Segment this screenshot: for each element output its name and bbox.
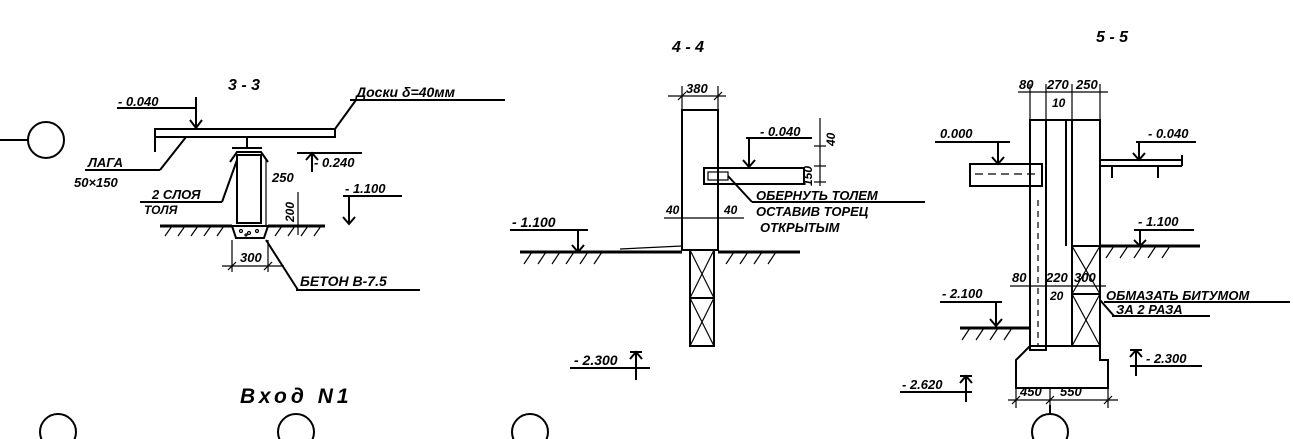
slab-left [969,163,1043,187]
joist-4-4 [703,167,805,185]
axis-bubble-left [27,121,65,159]
air-gap [1045,119,1073,347]
section-3-3: 3 - 3 - 0.040 Доски δ=40мм ЛАГА 50×150 2… [74,77,505,291]
level-zero-label: 0.000 [940,126,973,141]
level-mid-arrow [305,151,319,161]
dim-250-5-5: 250 [1075,77,1098,92]
concrete-leader [265,239,299,291]
level-ground-label-4-4: - 1.100 [512,214,556,230]
dim-80-5-5: 80 [1019,77,1034,92]
boards-label: Доски δ=40мм [355,84,456,100]
concrete-pad [230,225,270,239]
level-base-label: - 2.620 [902,377,943,392]
axis-bubbles [0,121,1069,439]
ground-hatch-4-4 [523,251,777,265]
section-4-4: 4 - 4 380 - 0.040 40 150 [510,39,925,380]
dim-300-tick-right [263,261,273,271]
joist-label-b: 50×150 [74,175,119,190]
dim-40-left-4-4: 40 [665,203,680,217]
foundation-block-1-x2 [689,249,715,299]
dim-250: 250 [271,170,294,185]
dim-270-5-5: 270 [1046,77,1069,92]
level-bottom-label-4-4: - 2.300 [574,352,618,368]
axis-bubble-bottom-1 [39,413,77,439]
level-top-arrow-4-4 [742,159,756,169]
dim-10-5-5: 10 [1052,96,1066,110]
pavement-slope [619,245,683,250]
note-a-5-5: ОБМАЗАТЬ БИТУМОМ [1106,288,1250,303]
axis-bubble-bottom-4 [1031,413,1069,439]
level-mid-label: - 0.240 [314,155,355,170]
level-ground-label-5-5: - 1.100 [1138,214,1179,229]
dim-bottom-tick-1 [1011,395,1021,405]
ground-hatch-5-5-left [961,327,1013,341]
note-c-4-4: ОТКРЫТЫМ [760,220,841,235]
entrance-label: Вход N1 [240,385,353,408]
section-4-4-title: 4 - 4 [671,39,704,56]
boards-leader [334,99,357,130]
dim-150-4-4: 150 [801,166,815,186]
dim-300-5-5: 300 [1074,270,1096,285]
dim-80b-5-5: 80 [1012,270,1027,285]
roll-leader [221,159,238,203]
level-top-label: - 0.040 [118,94,159,109]
level-left-label: - 2.100 [942,286,983,301]
note-b-5-5: ЗА 2 РАЗА [1116,302,1183,317]
dim-200: 200 [283,202,297,223]
dim-40-right-4-4: 40 [723,203,738,217]
dim-bottom-tick-2 [1045,395,1055,405]
note-leader-4-4 [727,175,753,203]
roll-cap [229,151,269,163]
roll-label-b: ТОЛЯ [144,203,178,217]
section-5-5: 5 - 5 80 270 250 10 0.000 [900,29,1290,408]
footing-5-5 [1015,345,1109,389]
section-5-5-title: 5 - 5 [1096,29,1129,46]
level-low-label: - 1.100 [345,181,386,196]
ground-hatch [164,225,322,237]
note-b-4-4: ОСТАВИВ ТОРЕЦ [756,204,869,219]
dim-300: 300 [240,250,262,265]
foundation-block-2-x2 [689,297,715,347]
level-left-arrow [989,318,1003,328]
concrete-dots [238,228,260,237]
note-a-4-4: ОБЕРНУТЬ ТОЛЕМ [756,188,879,203]
dim-380: 380 [686,81,708,96]
level-right-label: - 0.040 [1148,126,1189,141]
brick-post [236,154,262,224]
level-top-arrow [189,119,203,130]
section-3-3-title: 3 - 3 [228,77,260,94]
concrete-label: БЕТОН В-7.5 [300,273,387,289]
dim-450-5-5: 450 [1019,384,1042,399]
dim-220-5-5: 220 [1045,270,1068,285]
outer-wall-right [1071,119,1101,247]
dim-300-tick-left [227,261,237,271]
level-right-arrow [1132,152,1146,162]
roll-label-a: 2 СЛОЯ [151,187,201,202]
foundation-block-2 [689,297,715,347]
fb2-x2 [1071,293,1101,347]
axis-bubble-bottom-2 [277,413,315,439]
note-leader-5-5 [1099,299,1115,317]
joist-label-a: ЛАГА [87,155,123,170]
dim-20-5-5: 20 [1049,289,1064,303]
floor-boards [154,128,336,138]
level-low-arrow [342,216,356,226]
dim-bottom-tick-3 [1103,395,1113,405]
dim-40-4-4: 40 [824,132,838,147]
level-right-low-label: - 2.300 [1146,351,1187,366]
axis-bubble-bottom-3 [511,413,549,439]
dim-380-tick-right [713,91,723,101]
dim-380-tick-left [677,91,687,101]
level-top-label-4-4: - 0.040 [760,124,801,139]
dim-550-5-5: 550 [1060,384,1082,399]
joist-leader [159,136,187,171]
ground-hatch-5-5-right [1105,245,1171,259]
